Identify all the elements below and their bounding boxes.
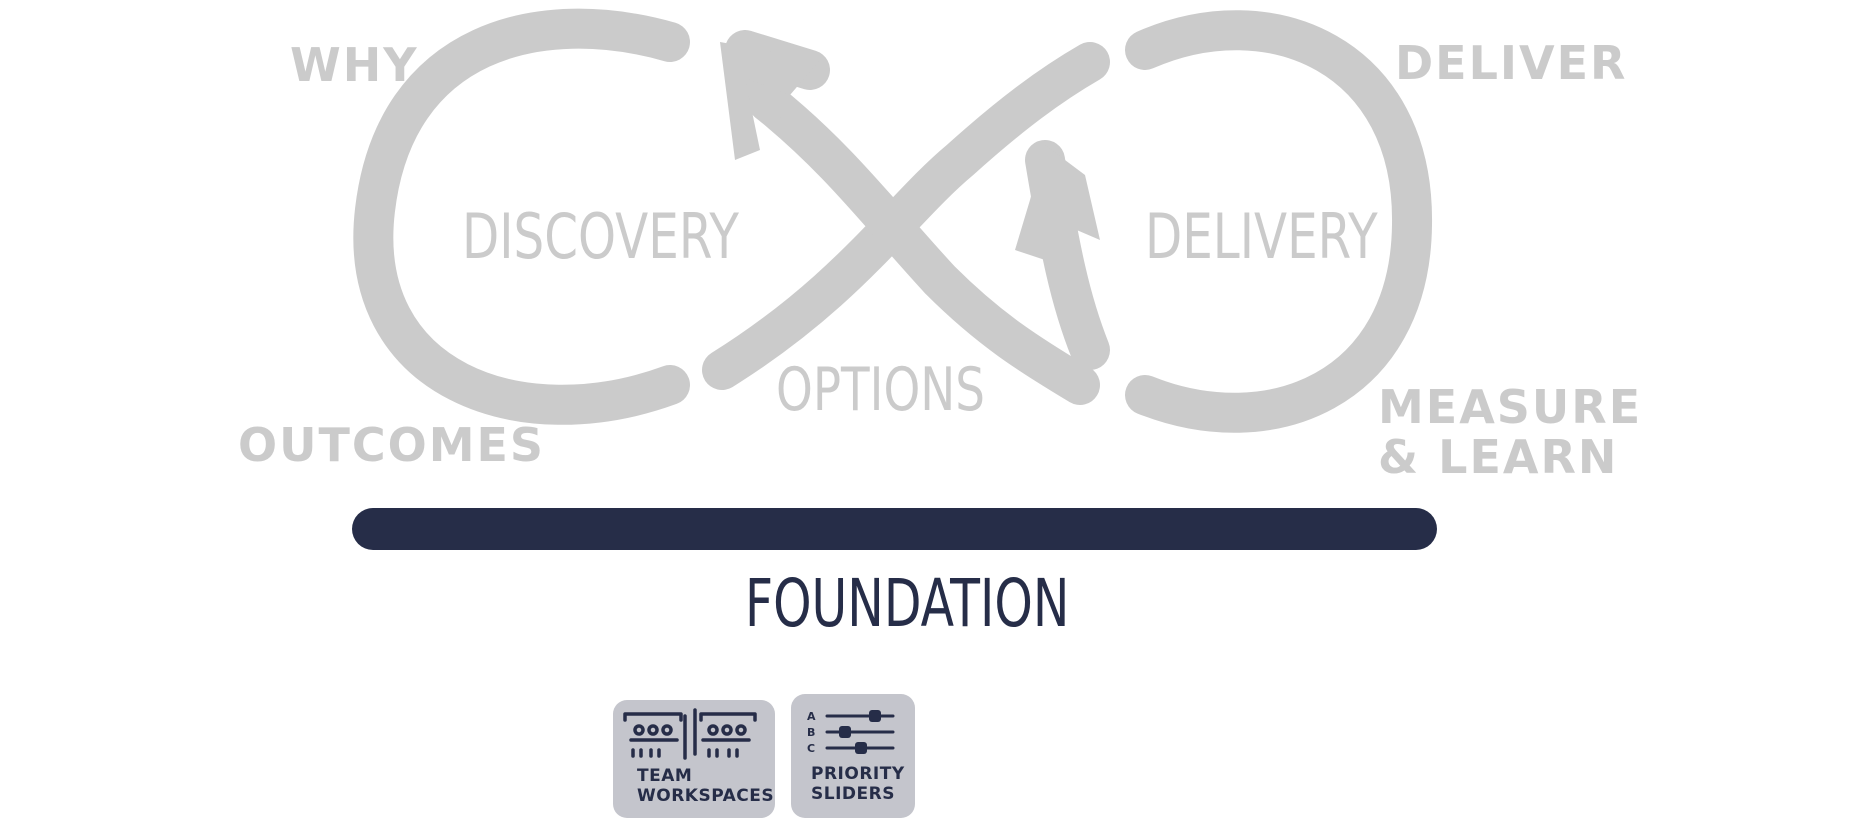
- priority-sliders-icon: A B C: [807, 710, 895, 755]
- measure-label: MEASURE: [1378, 380, 1643, 434]
- arrowhead-delivery: [1015, 145, 1100, 265]
- foundation-label: FOUNDATION: [745, 565, 1070, 642]
- slider-letter-b: B: [807, 726, 815, 739]
- why-label: WHY: [290, 38, 419, 92]
- arrowhead-discovery: [720, 42, 820, 160]
- team-workspaces-icon: [623, 708, 757, 760]
- priority-sliders-line1: PRIORITY: [811, 764, 905, 784]
- options-label: OPTIONS: [776, 355, 986, 425]
- priority-sliders-card[interactable]: A B C PRIORITY SLIDERS: [791, 694, 915, 818]
- slider-letter-c: C: [807, 742, 815, 755]
- discovery-loop-arc: [353, 8, 690, 425]
- team-workspaces-text: TEAM WORKSPACES: [637, 766, 774, 806]
- outcomes-label: OUTCOMES: [238, 418, 546, 472]
- slider-letter-a: A: [807, 710, 816, 723]
- crossing-stroke-up: [702, 42, 1110, 390]
- learn-label: & LEARN: [1378, 430, 1619, 484]
- discovery-label: DISCOVERY: [462, 200, 739, 273]
- crossing-stroke-down: [748, 82, 1100, 405]
- foundation-bar: [352, 508, 1437, 550]
- delivery-label: DELIVERY: [1145, 200, 1378, 273]
- team-workspaces-card[interactable]: TEAM WORKSPACES: [613, 700, 775, 818]
- deliver-label: DELIVER: [1395, 36, 1628, 90]
- team-workspaces-line1: TEAM: [637, 766, 693, 786]
- team-workspaces-line2: WORKSPACES: [637, 786, 775, 806]
- delivery-loop-arc: [1125, 10, 1433, 433]
- priority-sliders-text: PRIORITY SLIDERS: [811, 764, 905, 804]
- priority-sliders-line2: SLIDERS: [811, 784, 895, 804]
